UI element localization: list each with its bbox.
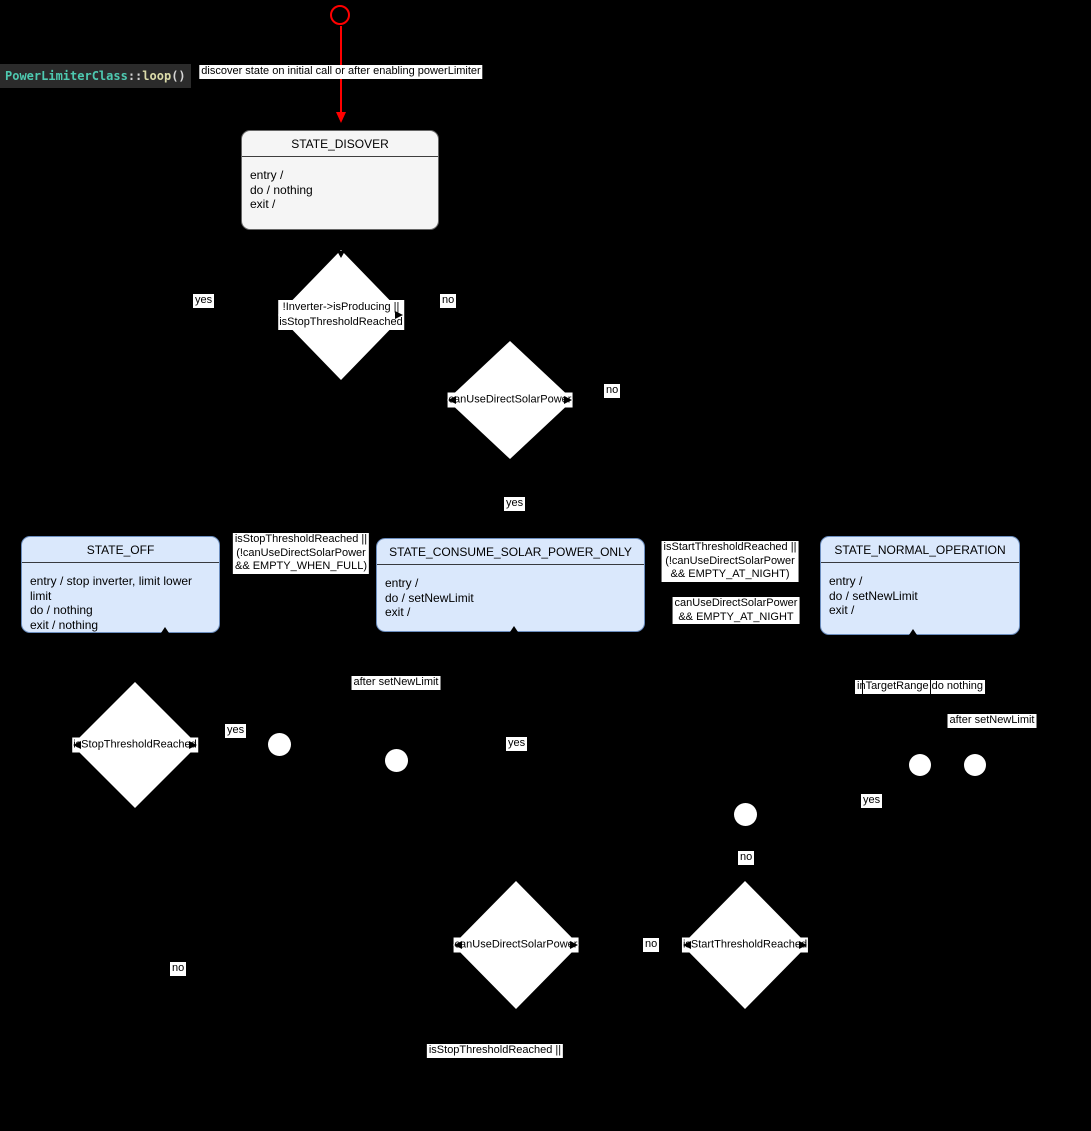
junction-4	[964, 754, 986, 776]
arrowhead-icon	[161, 627, 169, 633]
state-off: STATE_OFF entry / stop inverter, limit l…	[21, 536, 220, 633]
state-do-action: do / setNewLimit	[385, 590, 474, 605]
guard-line: isStopThresholdReached ||	[234, 533, 368, 545]
guard-line: && EMPTY_AT_NIGHT)	[670, 568, 790, 580]
arrowhead-icon	[799, 941, 807, 949]
code-method-name: loop	[142, 69, 172, 83]
state-entry-action: entry /	[250, 168, 284, 182]
guard-line: (!canUseDirectSolarPower	[665, 554, 795, 567]
edge-label-yes-3: yes	[225, 724, 247, 738]
edge-label-no-1: no	[440, 294, 457, 308]
guard-start: isStartThresholdReached || (!canUseDirec…	[661, 541, 799, 582]
arrowhead-icon	[564, 396, 572, 404]
decision-can-use-direct-solar-bottom: canUseDirectSolarPower	[453, 881, 579, 1009]
edge-label-no-2: no	[604, 384, 621, 398]
state-title: STATE_DISOVER	[242, 131, 438, 157]
decision-inverter-producing: !Inverter->isProducing || isStopThreshol…	[278, 250, 404, 380]
junction-3	[909, 754, 931, 776]
guard-line: && EMPTY_WHEN_FULL)	[234, 560, 368, 572]
edge-label-no-4: no	[643, 938, 660, 952]
guard-line: && EMPTY_AT_NIGHT	[678, 610, 794, 623]
guard-line: canUseDirectSolarPower	[674, 597, 798, 609]
state-title: STATE_CONSUME_SOLAR_POWER_ONLY	[377, 539, 644, 565]
edge-line	[862, 679, 863, 695]
edge-label-no-3: no	[738, 851, 755, 865]
state-entry-action: entry / stop inverter, limit lower limit	[30, 574, 193, 603]
arrowhead-icon	[337, 251, 345, 258]
edge-line	[930, 679, 931, 695]
state-consume-solar-power-only: STATE_CONSUME_SOLAR_POWER_ONLY entry / d…	[376, 538, 645, 632]
state-discover: STATE_DISOVER entry / do / nothing exit …	[241, 130, 439, 230]
decision-stop-threshold: isStopThresholdReached	[72, 682, 198, 808]
arrowhead-icon	[73, 741, 81, 749]
decision-condition: isStopThresholdReached	[72, 737, 198, 753]
decision-condition-line2: isStopThresholdReached	[278, 315, 404, 330]
note-discover-state: discover state on initial call or after …	[199, 65, 483, 79]
arrowhead-icon	[395, 311, 403, 319]
state-title: STATE_NORMAL_OPERATION	[821, 537, 1019, 563]
arrowhead-icon	[909, 629, 917, 635]
state-exit-action: exit /	[829, 603, 855, 618]
decision-start-threshold: isStartThresholdReached	[681, 881, 809, 1009]
state-normal-operation: STATE_NORMAL_OPERATION entry / do / setN…	[820, 536, 1020, 635]
arrowhead-icon	[189, 741, 197, 749]
decision-condition: canUseDirectSolarPower	[453, 937, 579, 953]
state-do-action: do / setNewLimit	[829, 588, 918, 603]
junction-2	[385, 749, 408, 772]
edge-label-yes-5: yes	[861, 794, 883, 808]
edge-label-yes-1: yes	[193, 294, 215, 308]
code-parens: ()	[171, 69, 186, 83]
code-scope-separator: ::	[127, 69, 143, 83]
note-after-setnewlimit-right: after setNewLimit	[947, 714, 1037, 728]
guard-line: isStartThresholdReached ||	[663, 541, 797, 553]
state-entry-action: entry /	[829, 574, 863, 588]
junction-1	[268, 733, 291, 756]
state-exit-action: exit /	[250, 197, 276, 212]
state-do-action: do / nothing	[30, 603, 93, 618]
state-title: STATE_OFF	[22, 537, 219, 563]
decision-condition: isStartThresholdReached	[681, 937, 809, 953]
note-after-setnewlimit-left: after setNewLimit	[351, 676, 441, 690]
state-entry-action: entry /	[385, 576, 419, 590]
decision-condition: canUseDirectSolarPower	[447, 392, 573, 408]
arrowhead-icon	[448, 396, 456, 404]
state-exit-action: exit /	[385, 605, 411, 620]
edge-label-yes-2: yes	[504, 497, 526, 511]
decision-condition-line1: !Inverter->isProducing ||	[278, 300, 404, 315]
arrowhead-icon	[510, 626, 518, 632]
note-in-target-range: inTargetRange do nothing	[855, 680, 985, 694]
code-context-label: PowerLimiterClass::loop()	[0, 64, 191, 88]
initial-state-icon	[330, 5, 350, 25]
state-exit-action: exit / nothing	[30, 617, 99, 632]
edge-label-yes-4: yes	[506, 737, 528, 751]
state-do-action: do / nothing	[250, 182, 313, 197]
arrowhead-icon	[683, 941, 691, 949]
arrowhead-icon	[570, 941, 578, 949]
guard-bottom: isStopThresholdReached ||	[426, 1044, 564, 1058]
guard-line: (!canUseDirectSolarPower	[236, 546, 366, 559]
junction-5	[734, 803, 757, 826]
arrowhead-icon	[454, 941, 462, 949]
decision-can-use-direct-solar-top: canUseDirectSolarPower	[447, 341, 573, 459]
guard-off: isStopThresholdReached || (!canUseDirect…	[232, 533, 370, 574]
code-class-name: PowerLimiterClass	[5, 69, 128, 83]
guard-night: canUseDirectSolarPower && EMPTY_AT_NIGHT	[672, 597, 800, 624]
initial-transition-arrowhead-icon	[336, 112, 346, 123]
edge-label-no-5: no	[170, 962, 187, 976]
